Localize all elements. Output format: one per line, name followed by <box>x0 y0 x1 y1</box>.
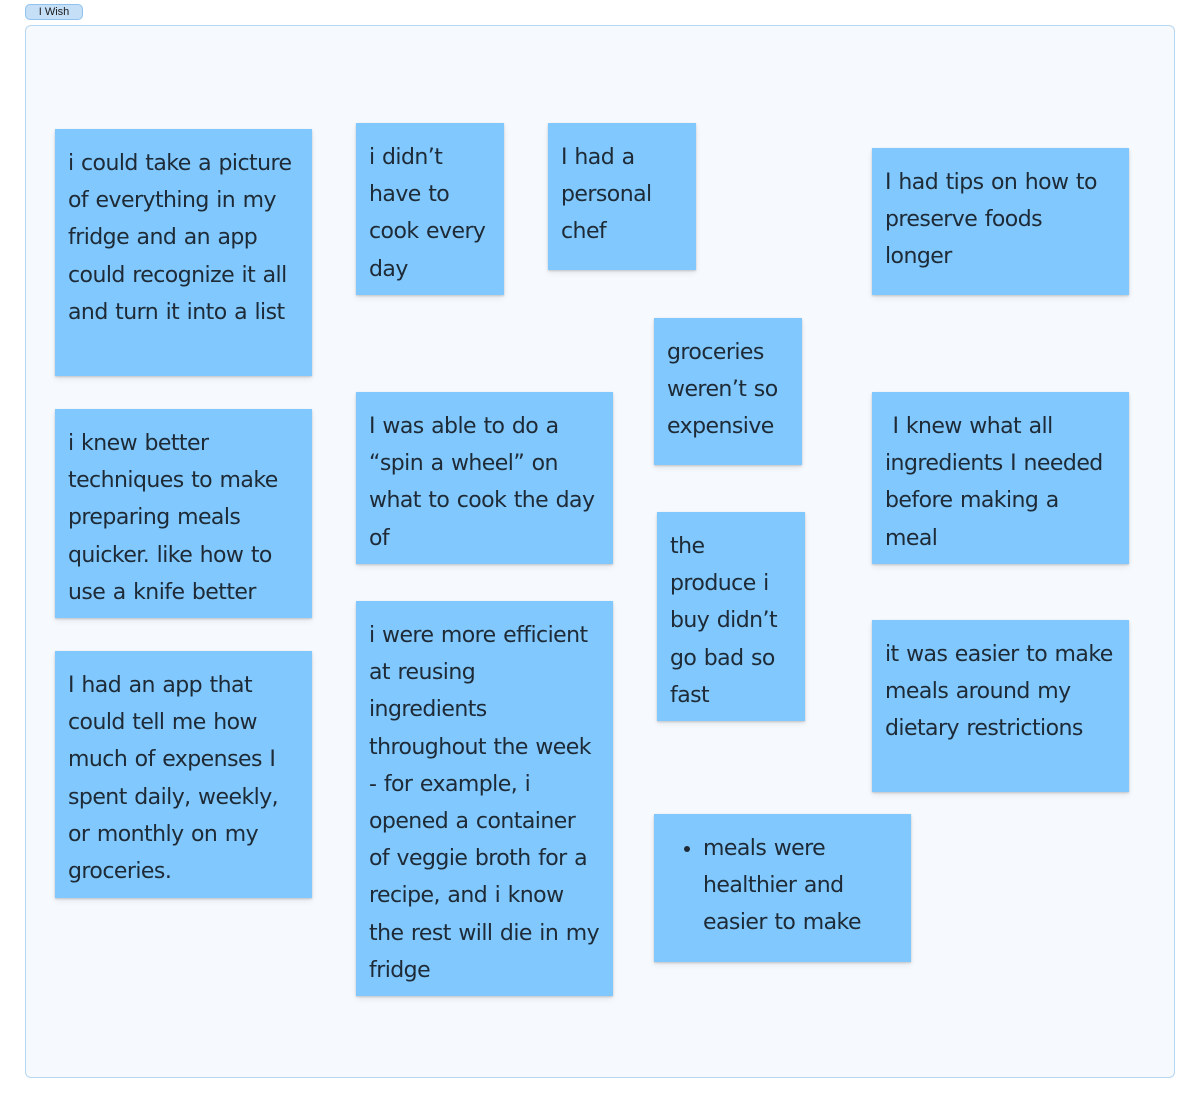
sticky-note-ingredients-needed[interactable]: I knew what all ingredients I needed bef… <box>872 392 1129 564</box>
sticky-note-text: i didn’t have to cook every day <box>369 145 486 282</box>
sticky-note-text: it was easier to make meals around my di… <box>885 642 1113 742</box>
section-label-text: I Wish <box>38 6 70 18</box>
sticky-note-no-cook-every-day[interactable]: i didn’t have to cook every day <box>356 123 504 295</box>
section-label[interactable]: I Wish <box>25 4 83 20</box>
sticky-note-spin-a-wheel[interactable]: I was able to do a “spin a wheel” on wha… <box>356 392 613 564</box>
sticky-note-bullet-list: meals were healthier and easier to make <box>667 830 898 942</box>
sticky-note-reusing-ingredients[interactable]: i were more efficient at reusing ingredi… <box>356 601 613 996</box>
sticky-note-text: i knew better techniques to make prepari… <box>68 431 278 605</box>
sticky-note-preserve-foods[interactable]: I had tips on how to preserve foods long… <box>872 148 1129 295</box>
sticky-note-text: groceries weren’t so expensive <box>667 340 778 440</box>
sticky-note-dietary-restrictions[interactable]: it was easier to make meals around my di… <box>872 620 1129 792</box>
sticky-note-text: i could take a picture of everything in … <box>68 151 292 325</box>
sticky-note-text: I had a personal chef <box>561 145 652 245</box>
sticky-note-text: I was able to do a “spin a wheel” on wha… <box>369 414 595 551</box>
sticky-note-produce-bad[interactable]: the produce i buy didn’t go bad so fast <box>657 512 805 721</box>
sticky-note-text: I knew what all ingredients I needed bef… <box>885 414 1111 551</box>
sticky-note-expenses-app[interactable]: I had an app that could tell me how much… <box>55 651 312 898</box>
sticky-note-personal-chef[interactable]: I had a personal chef <box>548 123 696 270</box>
sticky-note-knife-techniques[interactable]: i knew better techniques to make prepari… <box>55 409 312 618</box>
sticky-note-bullet-item: meals were healthier and easier to make <box>703 830 898 942</box>
sticky-note-groceries-expensive[interactable]: groceries weren’t so expensive <box>654 318 802 465</box>
sticky-note-healthier-meals[interactable]: meals were healthier and easier to make <box>654 814 911 962</box>
sticky-note-text: the produce i buy didn’t go bad so fast <box>670 534 778 708</box>
sticky-note-take-picture-fridge[interactable]: i could take a picture of everything in … <box>55 129 312 376</box>
sticky-note-text: I had tips on how to preserve foods long… <box>885 170 1097 270</box>
sticky-note-text: I had an app that could tell me how much… <box>68 673 279 885</box>
sticky-note-text: i were more efficient at reusing ingredi… <box>369 623 600 983</box>
